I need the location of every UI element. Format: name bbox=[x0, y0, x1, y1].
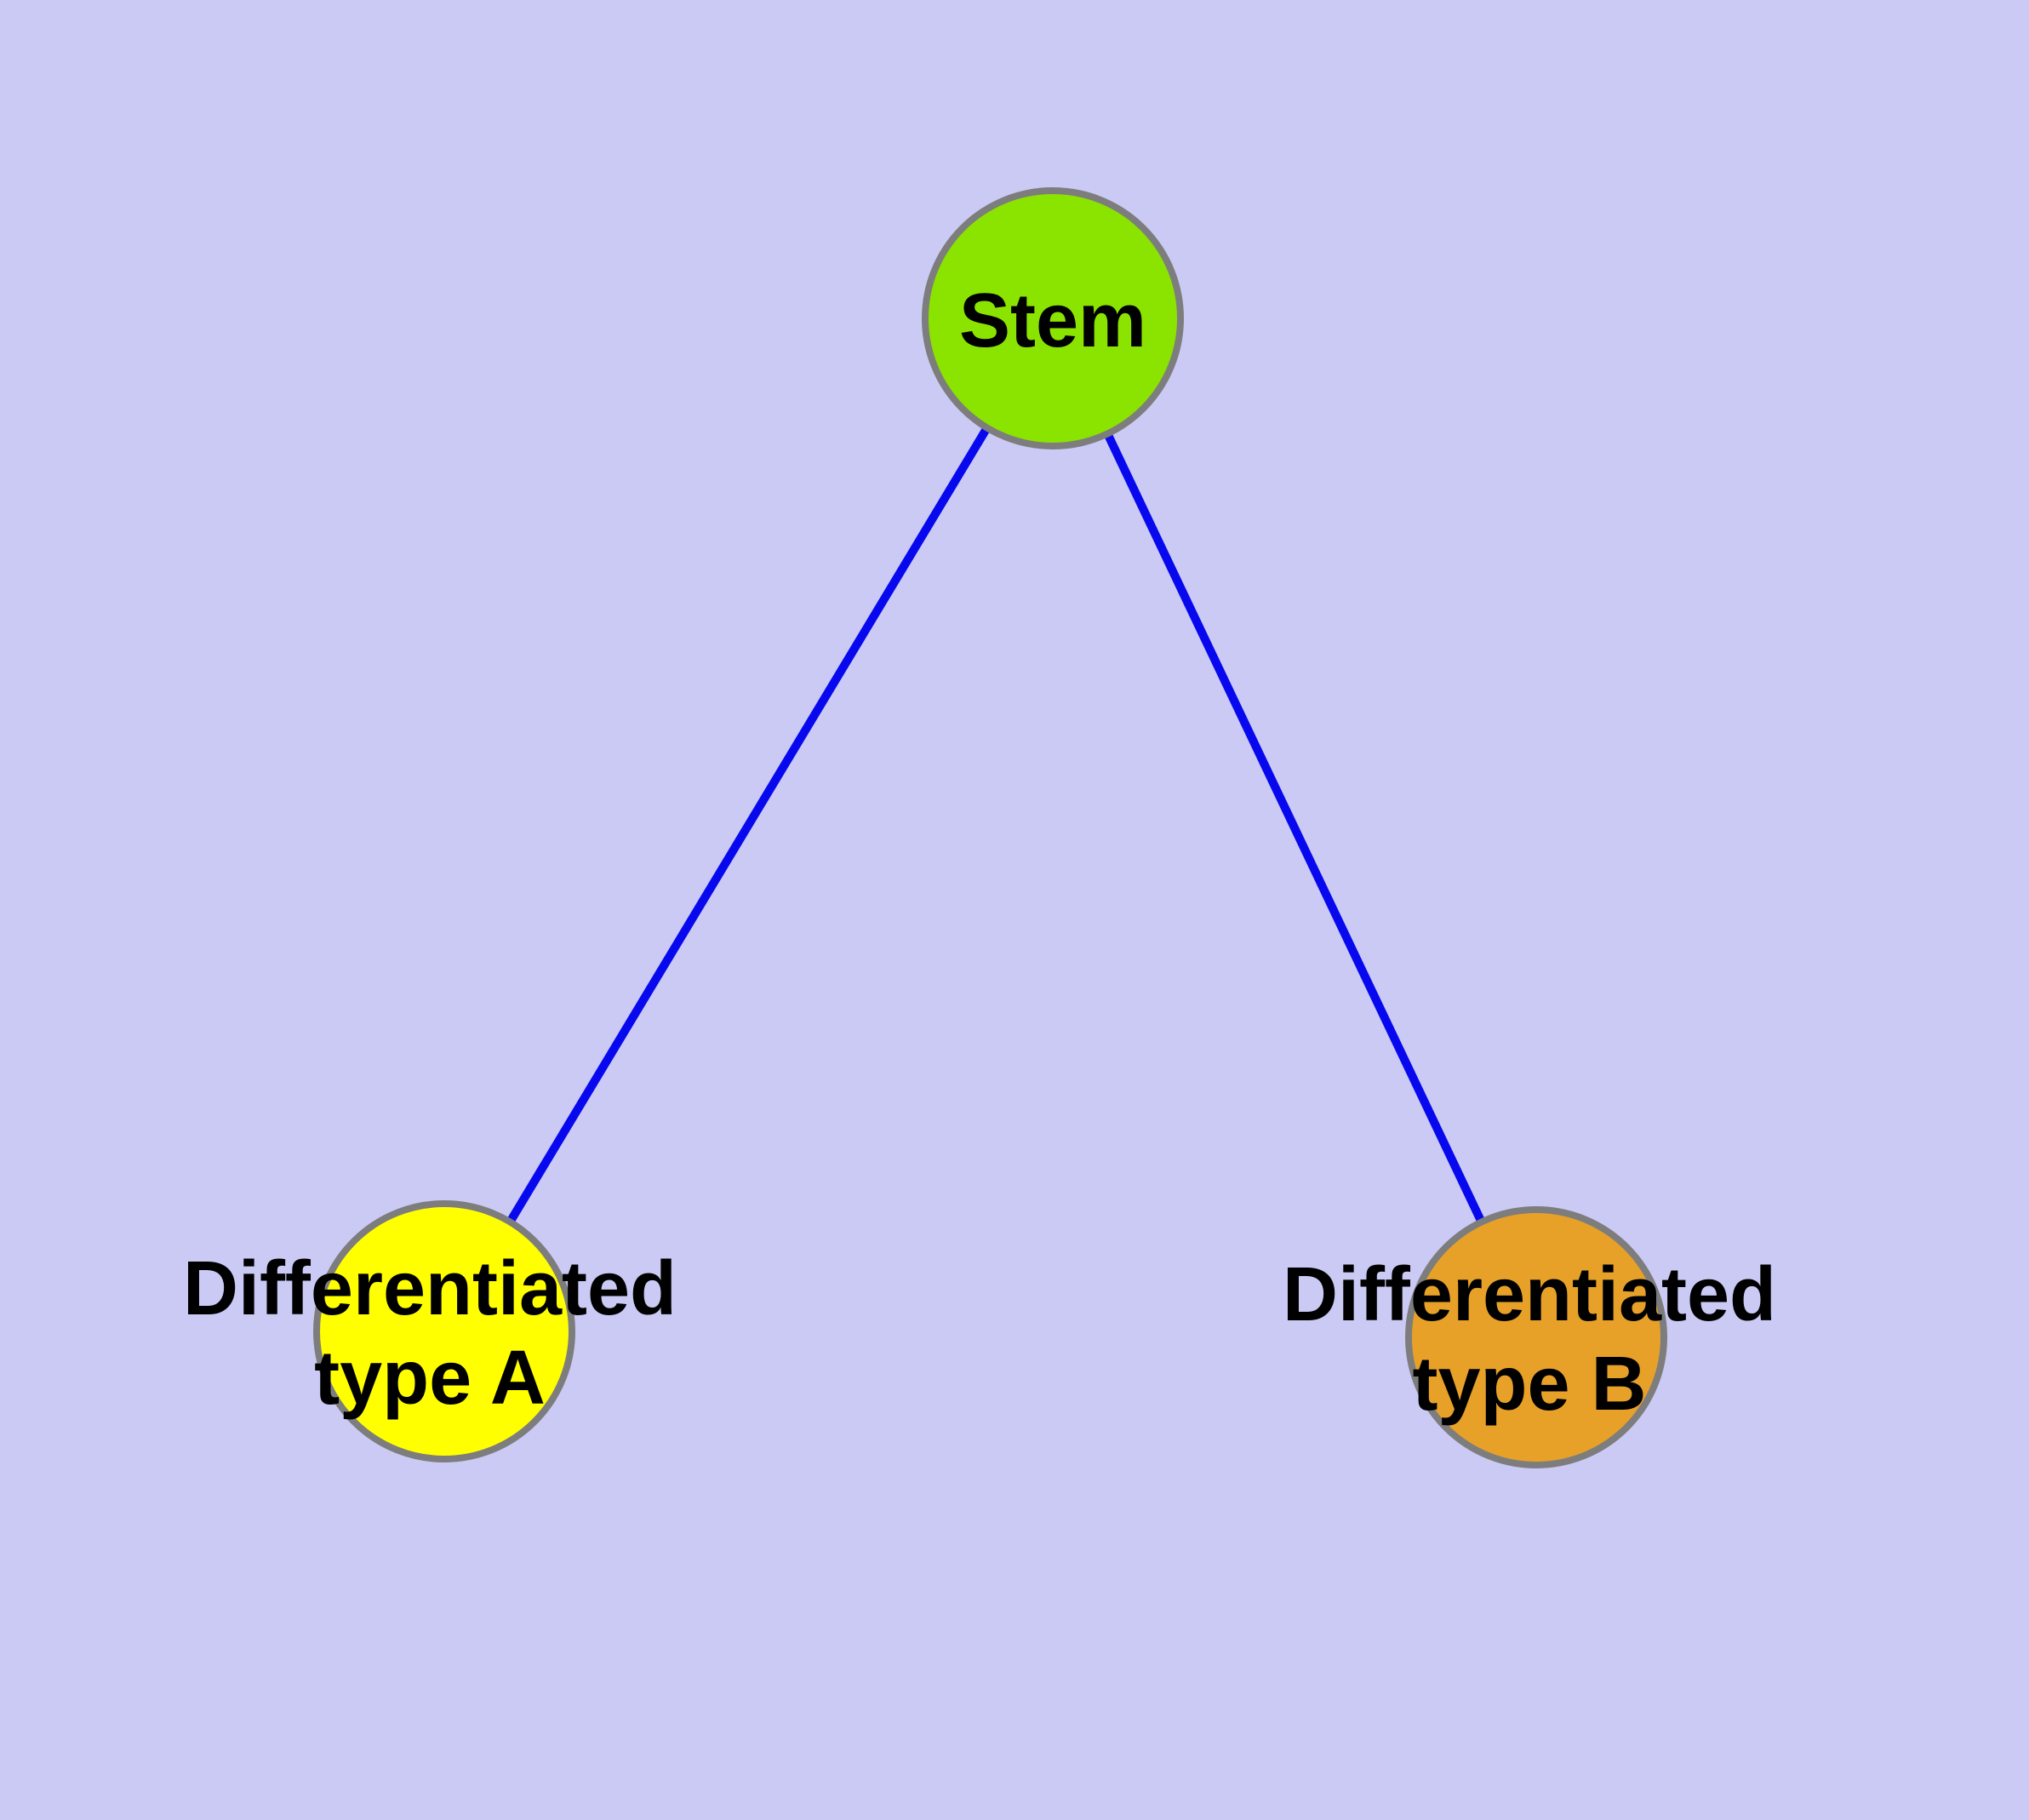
edge-stem-to-type-b bbox=[1049, 316, 1540, 1340]
node-type-b-label-line2: type B bbox=[1412, 1342, 1646, 1427]
node-type-a-label-line1: Differentiated bbox=[183, 1246, 677, 1331]
node-type-b-circle bbox=[1405, 1206, 1667, 1468]
node-stem-label: Stem bbox=[959, 278, 1146, 363]
node-stem-circle bbox=[922, 187, 1184, 449]
node-type-a-label-line2: type A bbox=[314, 1336, 546, 1421]
node-type-b-label-line1: Differentiated bbox=[1283, 1252, 1776, 1337]
node-type-a-circle bbox=[313, 1200, 575, 1462]
edge-stem-to-type-a bbox=[440, 316, 1057, 1334]
